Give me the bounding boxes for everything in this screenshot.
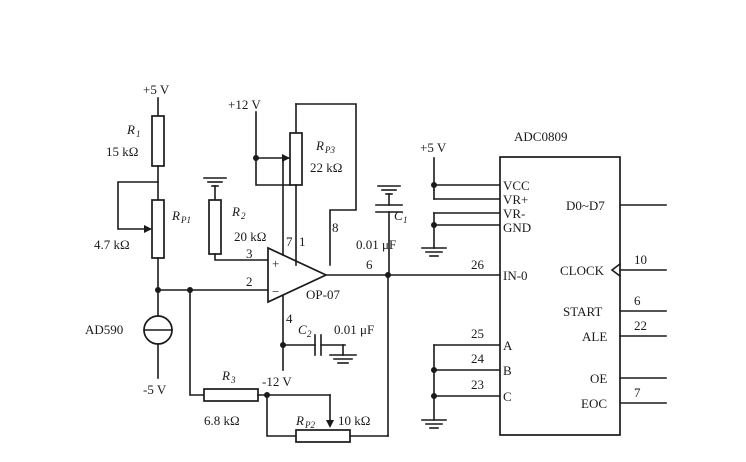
r1-sub: 1: [136, 129, 141, 139]
op07-label: OP-07: [306, 287, 340, 302]
adc-pin-6: 6: [634, 293, 641, 308]
left-sensor-branch: [117, 97, 173, 379]
adc-vrm-label: VR-: [503, 206, 525, 221]
plus5-adc-label: +5 V: [420, 140, 447, 155]
adc-vrp-label: VR+: [503, 192, 528, 207]
potentiometer-rp2: [295, 429, 351, 443]
rp1-sub: P1: [180, 215, 191, 225]
adc-start-label: START: [563, 304, 602, 319]
adc-b-label: B: [503, 363, 512, 378]
adc-eoc-label: EOC: [581, 396, 607, 411]
resistor-r3: [203, 388, 259, 402]
opamp-pin-4: 4: [286, 311, 293, 326]
adc-pin-25: 25: [471, 326, 484, 341]
adc-power-wiring: [421, 157, 501, 257]
r2-branch: [203, 177, 269, 261]
minus5-label: -5 V: [143, 382, 167, 397]
rp3-sub: P3: [324, 145, 335, 155]
adc-gnd-label: GND: [503, 220, 531, 235]
c2-name: C: [298, 322, 307, 337]
opamp-pin-6: 6: [366, 257, 373, 272]
opamp-pin-8: 8: [332, 220, 339, 235]
adc-pin-7: 7: [634, 385, 641, 400]
c2-sub: 2: [307, 329, 312, 339]
adc0809-label: ADC0809: [514, 129, 567, 144]
adc-ale-label: ALE: [582, 329, 607, 344]
rp2-value: 10 kΩ: [338, 413, 370, 428]
r1-name: R: [126, 122, 135, 137]
rp3-name: R: [315, 138, 324, 153]
adc-c-label: C: [503, 389, 512, 404]
r2-name: R: [231, 204, 240, 219]
plus5-left-label: +5 V: [143, 82, 170, 97]
adc-oe-label: OE: [590, 371, 607, 386]
adc-in0-label: IN-0: [503, 268, 528, 283]
opamp-pin-7: 7: [286, 234, 293, 249]
r2-value: 20 kΩ: [234, 229, 266, 244]
adc-a-label: A: [503, 338, 513, 353]
rp2-name: R: [295, 413, 304, 428]
adc-pin-23: 23: [471, 377, 484, 392]
r2-sub: 2: [241, 211, 246, 221]
r3-value: 6.8 kΩ: [204, 413, 240, 428]
opamp-minus-sign: −: [272, 284, 279, 299]
labels: +5 V +12 V +5 V -12 V -5 V R 1 15 kΩ R P…: [85, 82, 647, 430]
potentiometer-rp1: [151, 199, 165, 259]
adc-pin-10: 10: [634, 252, 647, 267]
minus12-label: -12 V: [262, 374, 292, 389]
rp1-value: 4.7 kΩ: [94, 237, 130, 252]
capacitor-c1-branch: [375, 185, 403, 276]
r3-name: R: [221, 368, 230, 383]
opamp-pin-3: 3: [246, 246, 253, 261]
opamp-plus-sign: +: [272, 256, 279, 271]
adc-output-wiring: [610, 204, 667, 404]
plus12-label: +12 V: [228, 97, 261, 112]
c1-value: 0.01 μF: [356, 237, 396, 252]
opamp-pin-1: 1: [299, 234, 306, 249]
r3-sub: 3: [230, 375, 236, 385]
resistor-r1: [151, 115, 165, 167]
c1-name: C: [394, 208, 403, 223]
ad590-label: AD590: [85, 322, 123, 337]
adc-pin-24: 24: [471, 351, 485, 366]
rp1-name: R: [171, 208, 180, 223]
op07-opamp: [253, 103, 501, 437]
adc-vcc-label: VCC: [503, 178, 530, 193]
adc-clock-label: CLOCK: [560, 263, 605, 278]
c1-sub: 1: [403, 215, 408, 225]
opamp-pin-2: 2: [246, 274, 253, 289]
adc0809-chip: [499, 156, 621, 436]
inverting-input-wiring: [157, 287, 389, 443]
adc-pin-26: 26: [471, 257, 485, 272]
adc-pin-22: 22: [634, 318, 647, 333]
adc-d0d7-label: D0~D7: [566, 198, 605, 213]
rp2-sub: P2: [304, 420, 315, 430]
r1-value: 15 kΩ: [106, 144, 138, 159]
c2-value: 0.01 μF: [334, 322, 374, 337]
resistor-r2: [208, 199, 222, 255]
rp3-value: 22 kΩ: [310, 160, 342, 175]
adc-address-wiring: [421, 344, 501, 429]
potentiometer-rp3: [289, 132, 303, 186]
